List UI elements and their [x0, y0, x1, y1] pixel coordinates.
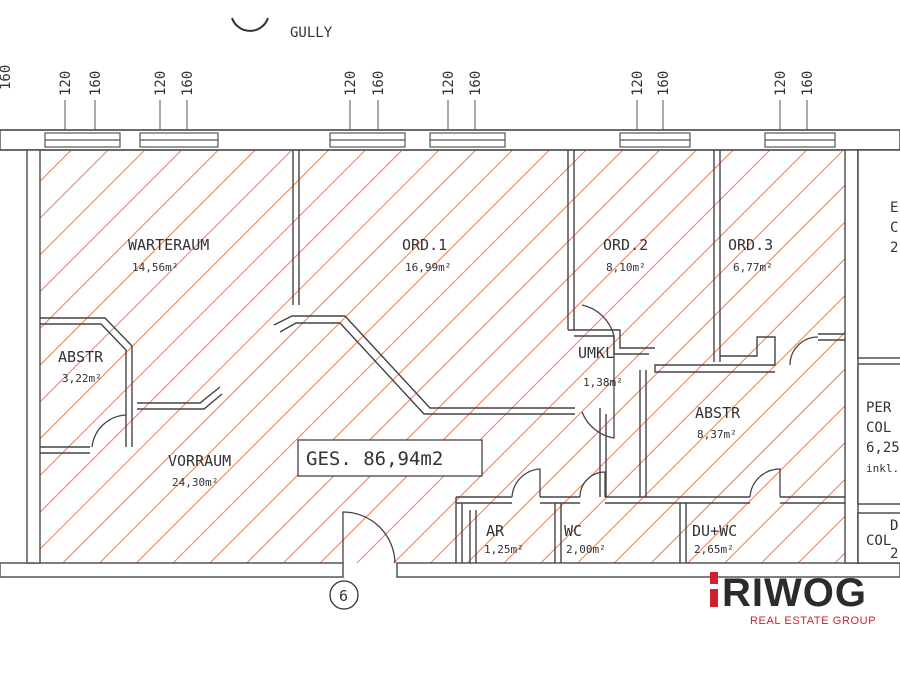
entrance-marker: 6 [329, 580, 359, 610]
neighbour-middle-label: COL [866, 420, 891, 436]
room-name-vorraum: VORRAUM [168, 452, 231, 470]
room-area-umkl: 1,38m² [583, 376, 623, 389]
room-area-ord1: 16,99m² [405, 261, 451, 274]
neighbour-bottom-label: 2 [890, 546, 898, 562]
neighbour-top-label: C [890, 220, 898, 236]
room-name-abstr-left: ABSTR [58, 348, 104, 366]
room-name-abstr-right: ABSTR [695, 404, 741, 422]
neighbour-rooms [857, 149, 900, 564]
room-name-ord3: ORD.3 [728, 236, 773, 254]
room-area-ord2: 8,10m² [606, 261, 646, 274]
brand-tagline: REAL ESTATE GROUP [750, 615, 876, 627]
room-name-warteraum: WARTERAUM [128, 236, 209, 254]
room-name-ar: AR [486, 522, 505, 540]
window-frames [44, 132, 836, 148]
dimension-label: 160 [468, 71, 484, 96]
dimension-label-partial: 160 [0, 65, 14, 90]
neighbour-middle-label: inkl. [866, 462, 899, 475]
total-area-label: GES. 86,94m2 [306, 448, 443, 470]
room-area-abstr-left: 3,22m² [62, 372, 102, 385]
outer-walls [0, 129, 900, 578]
room-name-ord2: ORD.2 [603, 236, 648, 254]
room-area-ar: 1,25m² [484, 543, 524, 556]
entrance-number: 6 [339, 587, 348, 605]
neighbour-top-label: 2 [890, 240, 898, 256]
hatched-area [40, 150, 845, 563]
gully-label: GULLY [290, 25, 333, 41]
interior-walls [40, 150, 845, 563]
brand-name: RIWOG [722, 571, 867, 615]
dimension-label: 120 [773, 71, 789, 96]
neighbour-middle-label: PER [866, 400, 892, 416]
room-area-ord3: 6,77m² [733, 261, 773, 274]
room-area-wc: 2,00m² [566, 543, 606, 556]
room-labels: WARTERAUM 14,56m² ORD.1 16,99m² ORD.2 8,10m² O… [58, 236, 773, 556]
room-name-du-wc: DU+WC [692, 522, 737, 540]
dimension-label: 160 [180, 71, 196, 96]
dimension-label: 160 [800, 71, 816, 96]
room-area-vorraum: 24,30m² [172, 476, 218, 489]
neighbour-bottom-label: COL [866, 533, 891, 549]
room-name-wc: WC [564, 522, 582, 540]
window-dimensions: 160 120 160 120 160 120 160 120 160 120 160 120 160 [0, 65, 816, 133]
room-name-ord1: ORD.1 [402, 236, 447, 254]
dimension-label: 160 [88, 71, 104, 96]
logo-accent-bar-2 [710, 589, 718, 607]
total-area-box: GES. 86,94m2 [297, 439, 483, 477]
dimension-label: 120 [630, 71, 646, 96]
room-area-du-wc: 2,65m² [694, 543, 734, 556]
logo-accent-bar-1 [710, 572, 718, 584]
dimension-label: 120 [58, 71, 74, 96]
room-name-umkl: UMKL [578, 344, 614, 362]
room-area-abstr-right: 8,37m² [697, 428, 737, 441]
dimension-label: 120 [441, 71, 457, 96]
riwog-logo: RIWOG REAL ESTATE GROUP [710, 571, 876, 627]
neighbour-top-label: E [890, 200, 898, 216]
neighbour-middle-label: 6,25 [866, 440, 900, 456]
dimension-label: 120 [343, 71, 359, 96]
gully-symbol [231, 17, 269, 32]
door-swings [91, 304, 819, 564]
dimension-label: 160 [656, 71, 672, 96]
neighbour-bottom-label: D [890, 518, 898, 534]
room-area-warteraum: 14,56m² [132, 261, 178, 274]
dimension-label: 120 [153, 71, 169, 96]
dimension-label: 160 [371, 71, 387, 96]
